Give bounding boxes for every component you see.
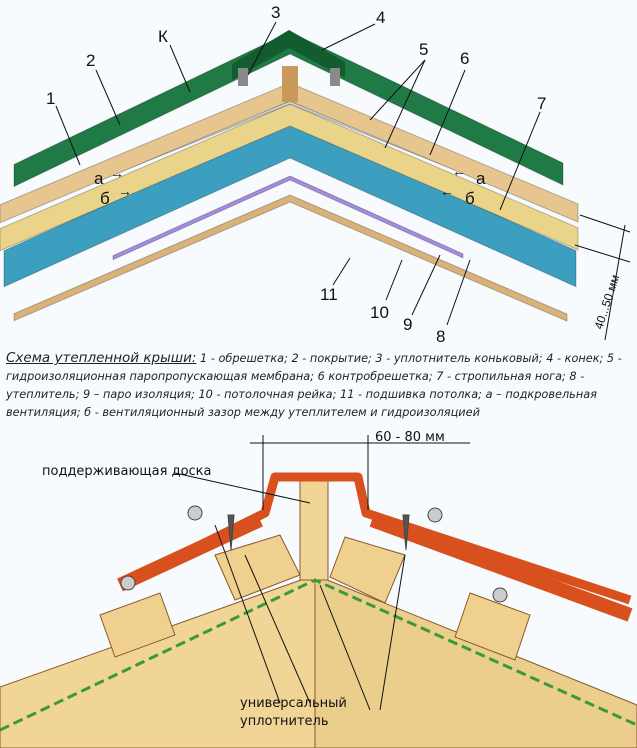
batten (329, 536, 406, 604)
label-2: 2 (86, 51, 95, 70)
label-k: К (158, 27, 168, 46)
ridge-seal-right (330, 68, 340, 86)
label-10: 10 (370, 303, 389, 322)
batten (99, 592, 176, 658)
caption-text: 1 - обрешетка; 2 - покрытие; 3 - уплотни… (6, 352, 622, 419)
screws (120, 505, 508, 603)
label-a-right: а (476, 169, 486, 188)
batten (454, 592, 531, 661)
leader-lines (55, 21, 631, 341)
label-7: 7 (537, 94, 546, 113)
roof-sheet-right (369, 513, 633, 622)
sealant-label-line1: универсальный (240, 696, 347, 711)
label-11: 11 (320, 285, 338, 304)
label-6: 6 (460, 49, 469, 68)
label-b-right: б (465, 189, 475, 208)
insulated-roof-diagram: → → ← ← 1 2 К 3 4 5 6 7 а б а б 11 10 9 … (0, 3, 631, 345)
label-1: 1 (46, 89, 55, 108)
label-4: 4 (376, 8, 385, 27)
vapor-barrier (112, 175, 464, 261)
svg-text:→: → (118, 183, 132, 199)
ridge-detail-diagram: 60 - 80 мм поддерживающая доска универса… (0, 430, 637, 748)
roof-sheet-left (117, 513, 263, 592)
label-8: 8 (436, 327, 445, 345)
sealant-label-line2: уплотнитель (240, 714, 329, 729)
label-a-left: а (94, 169, 104, 188)
svg-text:←: ← (440, 183, 454, 199)
caption-title: Схема утепленной крыши: (6, 350, 197, 366)
ridge-beam (282, 66, 298, 102)
dimension-lines (174, 435, 470, 711)
ceiling-lining (13, 194, 568, 322)
label-5: 5 (419, 40, 428, 59)
label-3: 3 (271, 3, 280, 22)
right-rafter (314, 574, 637, 748)
dimension-label: 60 - 80 мм (375, 430, 445, 445)
ridge-cap (232, 30, 345, 80)
universal-sealant (0, 578, 637, 732)
support-board-label: поддерживающая доска (42, 464, 211, 479)
ridge-seal-left (238, 68, 248, 86)
label-b-left: б (100, 189, 110, 208)
diagram-caption: Схема утепленной крыши: 1 - обрешетка; 2… (6, 349, 631, 422)
label-dimension: 40...50 мм (592, 273, 623, 331)
label-9: 9 (403, 315, 412, 334)
svg-text:→: → (110, 165, 124, 181)
support-board (299, 479, 329, 581)
svg-text:←: ← (452, 163, 466, 179)
arrows: → → ← ← (110, 163, 466, 199)
